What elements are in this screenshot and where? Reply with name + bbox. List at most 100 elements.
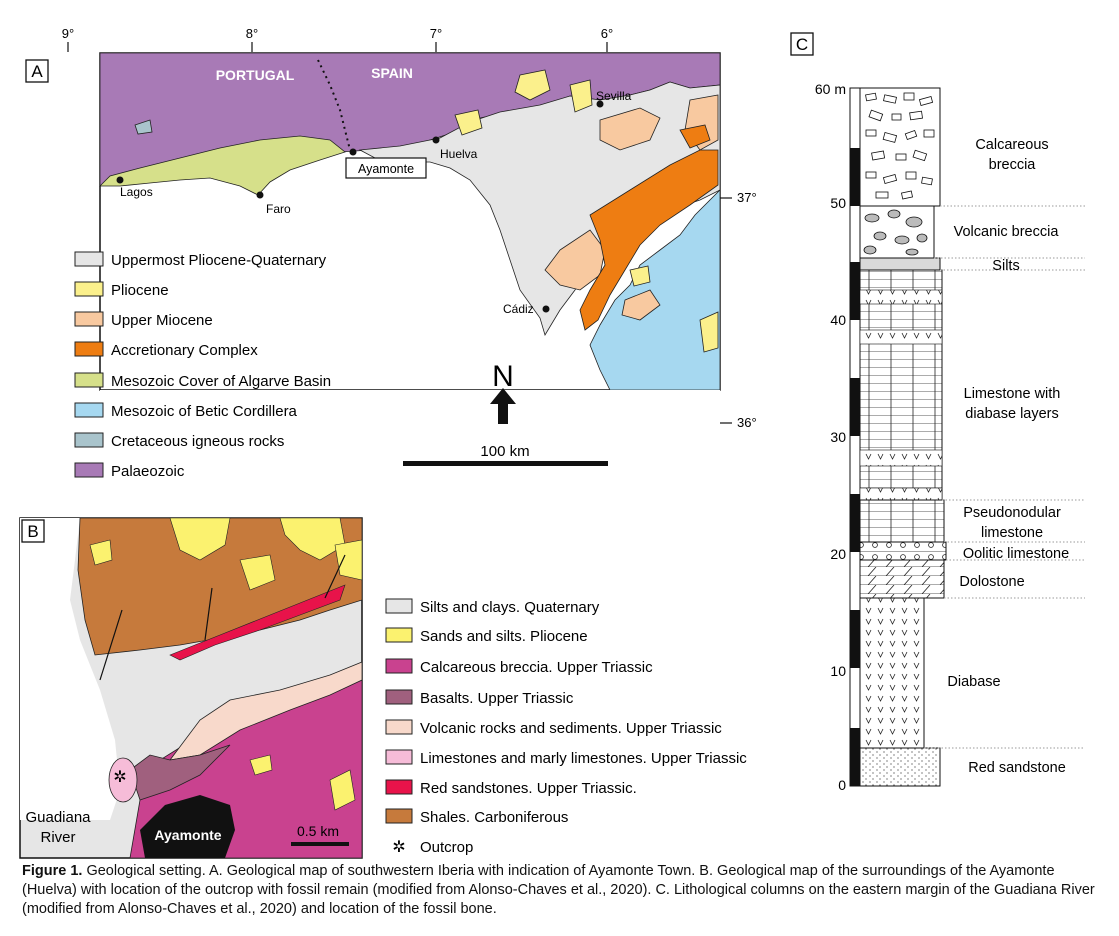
legend-b-item: Sands and silts. Pliocene	[420, 628, 588, 645]
lith-calcareous-breccia	[859, 87, 941, 207]
pliocene-patch	[454, 109, 483, 136]
lith-oolitic	[859, 541, 947, 561]
pliocene-patch	[699, 311, 719, 353]
legend-a-item: Mesozoic of Betic Cordillera	[111, 403, 298, 420]
unit-label: Oolitic limestone	[963, 546, 1069, 562]
city-label: Sevilla	[596, 89, 632, 103]
red-sandstone-area	[169, 584, 346, 661]
unit-label: Silts	[992, 258, 1019, 274]
legend-a-swatch	[74, 432, 104, 448]
border-line	[317, 59, 351, 151]
figure-canvas: 9° 8° 7° 6°	[19, 26, 1085, 859]
lith-pseudonodular	[859, 499, 945, 543]
legend-b-item: Calcareous breccia. Upper Triassic	[420, 659, 653, 676]
lith-red-sandstone	[859, 747, 941, 787]
legend-b-item: Silts and clays. Quaternary	[420, 599, 600, 616]
scale-label-b: 0.5 km	[297, 823, 339, 839]
legend-a-item: Upper Miocene	[111, 312, 213, 329]
city-label: Faro	[266, 202, 291, 216]
pliocene-patch	[514, 69, 551, 101]
panel-a: 9° 8° 7° 6°	[25, 26, 757, 480]
legend-b-swatch	[385, 719, 413, 735]
legend-b-swatch	[385, 598, 413, 614]
pliocene-patch	[569, 79, 593, 113]
river-label: Guadiana	[25, 809, 91, 826]
river-label: River	[40, 829, 75, 846]
miocene-patch	[621, 289, 661, 321]
algarve-mesozoic-area	[99, 135, 346, 196]
axis-top-label: 60 m	[815, 81, 846, 97]
axis-tick-label: 0	[838, 777, 846, 793]
city-label: Lagos	[120, 185, 153, 199]
legend-a-swatch	[74, 311, 104, 327]
pliocene-patch	[629, 265, 651, 287]
pliocene-b-patch	[239, 554, 276, 591]
outcrop-marker-icon: ✲	[113, 769, 126, 786]
unit-label: Pseudonodular	[963, 505, 1061, 521]
legend-b-swatch	[385, 658, 413, 674]
axis-tick-label: 20	[830, 546, 846, 562]
legend-b-swatch	[385, 749, 413, 765]
legend-a-swatch	[74, 462, 104, 478]
lat-tick-label: 37°	[737, 190, 757, 205]
legend-a-item: Accretionary Complex	[111, 342, 258, 359]
unit-label: diabase layers	[965, 406, 1059, 422]
unit-label: Dolostone	[959, 574, 1024, 590]
city-label: Huelva	[440, 147, 478, 161]
pliocene-b-patch	[89, 539, 113, 566]
unit-label: Red sandstone	[968, 760, 1066, 776]
panel-b: Ayamonte ✲ 0.5 km Guadiana River B Silts…	[19, 517, 747, 859]
legend-a-swatch	[74, 281, 104, 297]
country-label: SPAIN	[371, 65, 413, 81]
unit-label: Limestone with	[964, 386, 1061, 402]
legend-b-outcrop: Outcrop	[420, 839, 473, 856]
panel-c: C 60 m 50 40 30 20 10 0	[790, 32, 1085, 793]
legend-a-item: Uppermost Pliocene-Quaternary	[111, 252, 327, 269]
legend-b-swatch	[385, 627, 413, 643]
volcanic-area	[169, 661, 363, 761]
miocene-patch	[599, 107, 661, 151]
miocene-patch	[544, 229, 606, 291]
city-label: Cádiz	[503, 302, 534, 316]
legend-a-swatch	[74, 251, 104, 267]
legend-b-item: Basalts. Upper Triassic	[420, 690, 574, 707]
lat-tick-label: 36°	[737, 415, 757, 430]
cretaceous-igneous-patch	[134, 119, 153, 135]
panel-a-label: A	[31, 62, 43, 81]
limestone-area	[108, 757, 138, 803]
legend-a-item: Mesozoic Cover of Algarve Basin	[111, 373, 331, 390]
accretionary-patch	[679, 124, 711, 149]
pliocene-b-patch	[249, 754, 273, 776]
legend-b: Silts and clays. Quaternary Sands and si…	[385, 598, 747, 856]
legend-a: Uppermost Pliocene-Quaternary Pliocene U…	[74, 251, 331, 480]
north-label: N	[492, 360, 514, 393]
pliocene-b-patch	[329, 769, 356, 811]
lith-diabase	[859, 597, 925, 749]
panel-c-label: C	[796, 35, 808, 54]
ayamonte-box	[345, 157, 427, 179]
unit-label: Diabase	[947, 674, 1000, 690]
legend-a-item: Cretaceous igneous rocks	[111, 433, 284, 450]
legend-b-item: Red sandstones. Upper Triassic.	[420, 780, 637, 797]
unit-label: Volcanic breccia	[954, 224, 1060, 240]
lith-dolostone	[859, 559, 945, 599]
pliocene-b-patch	[279, 517, 346, 561]
legend-b-swatch	[385, 689, 413, 705]
legend-b-item: Limestones and marly limestones. Upper T…	[420, 750, 747, 767]
legend-b-item: Volcanic rocks and sediments. Upper Tria…	[420, 720, 722, 737]
basalt-area	[129, 744, 231, 801]
lon-tick-label: 8°	[246, 26, 258, 41]
country-label: PORTUGAL	[216, 67, 295, 83]
unit-label: Calcareous	[975, 137, 1048, 153]
scale-bar-a: 100 km	[403, 443, 608, 466]
longitude-ticks: 9° 8° 7° 6°	[62, 26, 613, 52]
legend-b-item: Shales. Carboniferous	[420, 809, 568, 826]
legend-a-swatch	[74, 372, 104, 388]
lon-tick-label: 7°	[430, 26, 442, 41]
legend-a-swatch	[74, 402, 104, 418]
legend-b-swatch	[385, 779, 413, 795]
legend-a-item: Pliocene	[111, 282, 169, 299]
north-arrow-icon	[490, 388, 516, 424]
north-arrow: N	[490, 360, 516, 424]
axis-tick-label: 10	[830, 663, 846, 679]
